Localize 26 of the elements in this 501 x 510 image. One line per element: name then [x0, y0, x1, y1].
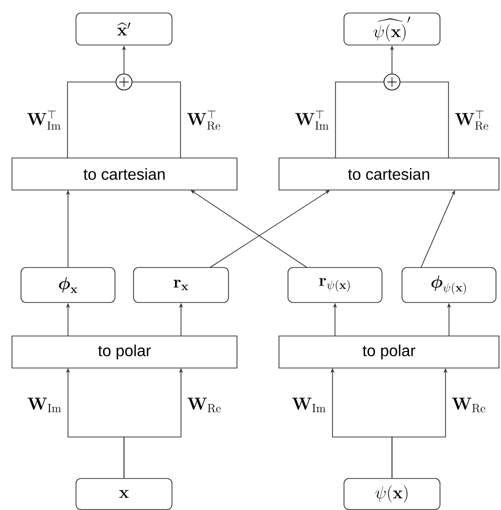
edge-label: $\mathbf{W}_{\mathrm{Im}}$: [292, 398, 326, 412]
input-box: $\psi(\mathbf{x})$: [344, 478, 440, 510]
edge-label: $\mathbf{W}_{\mathrm{Re}}$: [188, 398, 221, 412]
connector-line: [132, 82, 181, 158]
edge-label: $\mathbf{W}_{\mathrm{Im}}$: [28, 398, 62, 412]
transform-box: to polar: [12, 336, 238, 368]
output-box: $\widehat{\mathbf{x}}'$: [76, 12, 172, 46]
edge-label: $\mathbf{W}_{\mathrm{Im}}^{\top}$: [27, 110, 61, 130]
connector-line: [400, 82, 449, 158]
variable-box: $\boldsymbol{\phi}_{\mathbf{x}}$: [20, 267, 116, 303]
transform-box: to cartesian: [12, 158, 238, 190]
variable-box: $\mathbf{r}_{\psi(\mathbf{x})}$: [288, 267, 382, 303]
variable-box: $\boldsymbol{\phi}_{\psi(\mathbf{x})}$: [402, 267, 496, 303]
sum-circle: [116, 74, 132, 90]
edge-label: $\mathbf{W}_{\mathrm{Re}}^{\top}$: [187, 110, 220, 130]
transform-box: to cartesian: [278, 158, 500, 190]
input-box: $\mathbf{x}$: [76, 478, 172, 510]
edge-label: $\mathbf{W}_{\mathrm{Re}}^{\top}$: [455, 110, 488, 130]
connector-line: [335, 82, 384, 158]
sum-circle: [384, 74, 400, 90]
edge-label: $\mathbf{W}_{\mathrm{Im}}^{\top}$: [295, 110, 329, 130]
connector-line: [67, 82, 116, 158]
variable-box: $\mathbf{r}_{\mathbf{x}}$: [133, 267, 229, 303]
transform-box: to polar: [278, 336, 500, 368]
output-box: $\widehat{\psi(\mathbf{x})}'$: [344, 12, 440, 46]
edge-label: $\mathbf{W}_{\mathrm{Re}}$: [452, 398, 486, 412]
